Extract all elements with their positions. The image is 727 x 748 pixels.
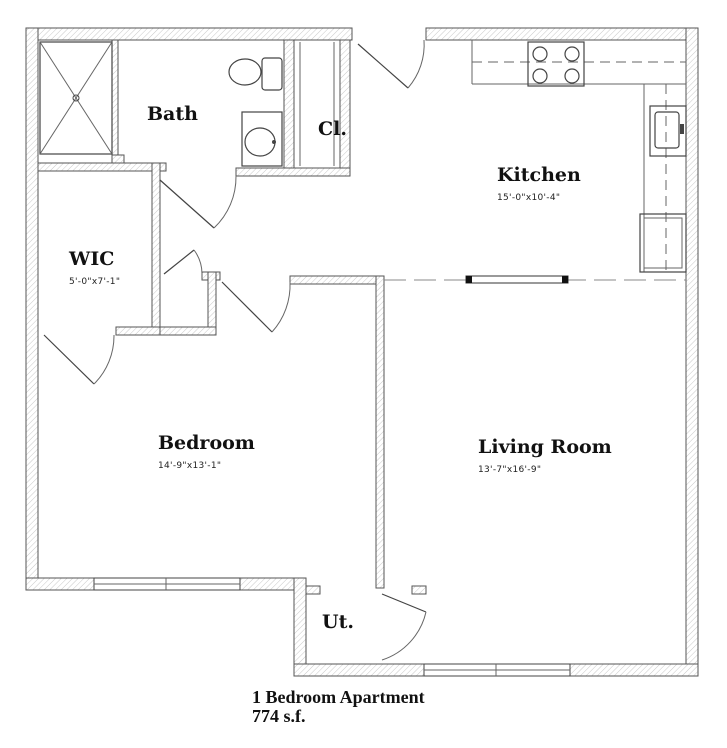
sink bbox=[241, 111, 283, 167]
interior-walls bbox=[37, 39, 427, 595]
closet-shelf bbox=[299, 42, 335, 166]
closet-label: Cl. bbox=[318, 118, 347, 140]
shower bbox=[39, 41, 113, 155]
refrigerator bbox=[639, 213, 687, 273]
bedroom-dimensions: 14'-9"x13'-1" bbox=[158, 461, 221, 471]
plan-caption: 1 Bedroom Apartment 774 s.f. bbox=[252, 688, 425, 726]
living-room-label: Living Room bbox=[478, 436, 612, 458]
utility-door bbox=[381, 593, 427, 661]
open-passage bbox=[384, 275, 686, 284]
entry-door bbox=[357, 39, 425, 89]
plan-title: 1 Bedroom Apartment bbox=[252, 687, 425, 707]
kitchen-label: Kitchen bbox=[497, 164, 581, 186]
kitchen-sink bbox=[649, 105, 687, 157]
linen-door bbox=[163, 249, 203, 275]
utility-label: Ut. bbox=[322, 611, 354, 633]
bath-label: Bath bbox=[147, 103, 198, 125]
living-room-window bbox=[423, 663, 571, 677]
living-room-dimensions: 13'-7"x16'-9" bbox=[478, 465, 541, 475]
bedroom-window bbox=[93, 577, 241, 591]
wic-door bbox=[43, 334, 115, 385]
toilet bbox=[228, 57, 283, 91]
stove bbox=[527, 41, 585, 87]
kitchen-dimensions: 15'-0"x10'-4" bbox=[497, 193, 560, 203]
bedroom-label: Bedroom bbox=[158, 432, 255, 454]
bedroom-door bbox=[221, 281, 291, 333]
bath-door bbox=[159, 175, 237, 229]
wic-dimensions: 5'-0"x7'-1" bbox=[69, 277, 120, 287]
floor-plan: Bath Cl. Kitchen 15'-0"x10'-4" WIC 5'-0"… bbox=[25, 27, 699, 677]
wic-label: WIC bbox=[68, 248, 114, 270]
plan-area: 774 s.f. bbox=[252, 706, 306, 726]
